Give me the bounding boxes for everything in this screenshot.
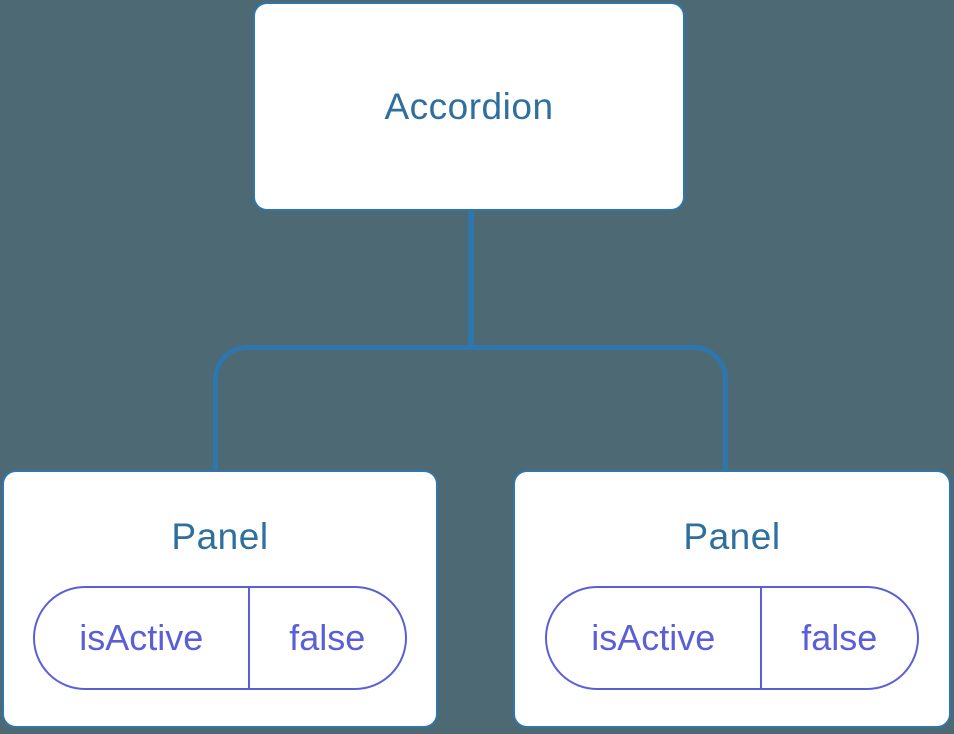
state-value: false (289, 617, 366, 658)
panel-node-label: Panel (683, 516, 781, 557)
connector-trunk-line (468, 210, 474, 348)
connector-branch-bracket (213, 345, 728, 470)
state-pill: isActive false (545, 586, 919, 690)
panel-node-left: Panel isActive false (2, 470, 438, 728)
state-key: isActive (35, 588, 250, 688)
state-value: false (801, 617, 878, 658)
panel-node-label: Panel (171, 516, 269, 557)
accordion-node: Accordion (253, 2, 685, 211)
accordion-node-label: Accordion (384, 85, 554, 127)
state-key: isActive (547, 588, 762, 688)
panel-node-right: Panel isActive false (513, 470, 951, 728)
state-pill: isActive false (33, 586, 407, 690)
